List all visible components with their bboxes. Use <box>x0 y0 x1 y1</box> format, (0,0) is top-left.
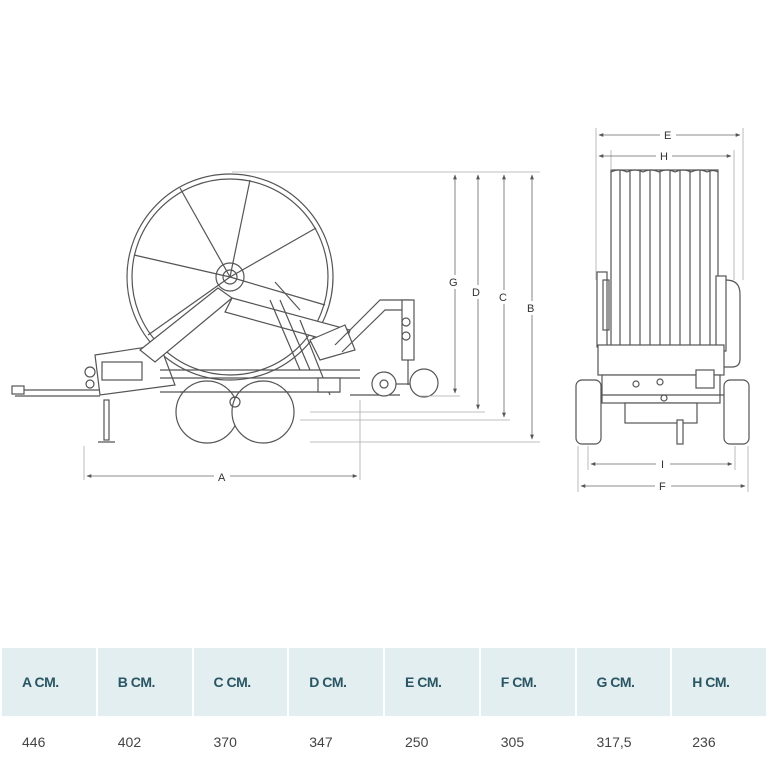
technical-drawing: G D C B A <box>11 128 750 493</box>
dimension-label-a: A <box>218 472 226 484</box>
header-e: E CM. <box>385 648 479 716</box>
rear-view <box>575 169 750 445</box>
rear-drum <box>610 169 719 349</box>
value-h: 236 <box>692 734 716 750</box>
dimension-label-d: D <box>472 287 480 299</box>
value-b: 402 <box>117 734 142 750</box>
table-row: 446 402 370 347 250 305 317,5 236 <box>2 716 766 768</box>
drawbar <box>11 385 115 443</box>
trailer-frame <box>84 281 415 396</box>
dimension-label-g: G <box>449 277 458 289</box>
value-e: 250 <box>405 734 429 750</box>
table-header-row: A CM. B CM. C CM. D CM. E CM. F CM. G CM… <box>2 648 766 716</box>
side-view <box>11 173 439 444</box>
value-c: 370 <box>213 734 237 750</box>
trailer-wheels <box>175 380 295 444</box>
header-b: B CM. <box>97 648 192 716</box>
header-f: F CM. <box>480 648 575 716</box>
header-h: H CM. <box>672 648 766 716</box>
dimension-label-i: I <box>661 459 664 471</box>
specifications-table: A CM. B CM. C CM. D CM. E CM. F CM. G CM… <box>0 648 768 768</box>
dimension-label-f: F <box>659 481 666 493</box>
header-c: C CM. <box>193 648 288 716</box>
value-a: 446 <box>22 734 46 750</box>
hose-reel-drum <box>126 173 334 381</box>
dimension-label-e: E <box>664 130 671 142</box>
dimension-label-c: C <box>499 292 507 304</box>
header-a: A CM. <box>2 648 96 716</box>
value-g: 317,5 <box>596 734 632 750</box>
gun-cart <box>371 368 439 398</box>
dimension-label-b: B <box>527 303 534 315</box>
header-d: D CM. <box>289 648 383 716</box>
dimension-label-h: H <box>660 151 668 163</box>
value-d: 347 <box>309 734 333 750</box>
header-g: G CM. <box>576 648 671 716</box>
value-f: 305 <box>500 734 525 750</box>
